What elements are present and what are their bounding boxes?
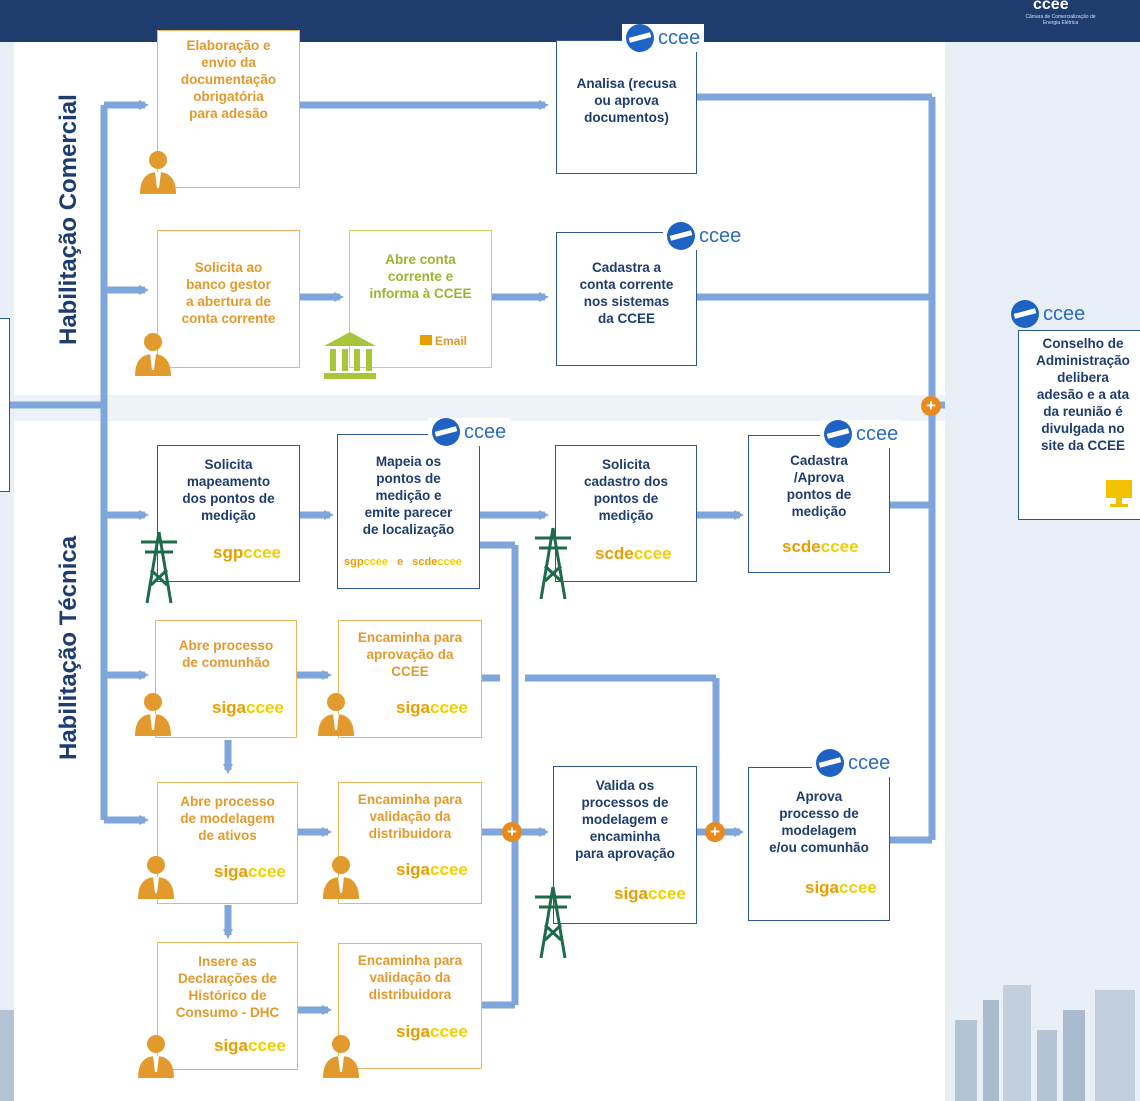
box-encaminha-distribuidora-2-label: Encaminha para validação da distribuidor…	[357, 953, 463, 1002]
box-abre-conta: Abre conta corrente e informa à CCEE Ema…	[349, 230, 492, 368]
person-icon	[135, 693, 171, 736]
box-mapeia: Mapeia os pontos de medição e emite pare…	[337, 434, 480, 589]
box-abre-modelagem-label: Abre processo de modelagem de ativos	[180, 794, 275, 843]
ccee-logo: ccee	[820, 420, 903, 448]
box-solicita-cadastro: Solicita cadastro dos pontos de medição	[555, 445, 697, 582]
box-valida-label: Valida os processos de modelagem e encam…	[575, 778, 675, 861]
person-icon	[138, 856, 174, 899]
box-insere-dhc-label: Insere as Declarações de Histórico de Co…	[175, 954, 280, 1020]
bank-icon	[324, 332, 376, 379]
power-tower-icon	[141, 531, 177, 604]
sgp-system-logo: sgpccee	[213, 543, 282, 562]
person-icon	[323, 1035, 359, 1078]
section-title-tecnica: Habilitação Técnica	[55, 535, 82, 760]
ccee-logo: ccee	[622, 24, 705, 52]
person-icon	[138, 1035, 174, 1078]
box-encaminha-distribuidora-1-label: Encaminha para validação da distribuidor…	[357, 792, 463, 841]
right-panel-header: ccee Câmara de Comercialização de Energi…	[945, 0, 1140, 42]
siga-system-logo: sigaccee	[396, 860, 468, 879]
box-cadastra-aprova-label: Cadastra /Aprova pontos de medição	[786, 453, 852, 519]
mapeia-systems: sgpccee e scdeccee	[344, 556, 462, 568]
box-encaminha-distribuidora-1: Encaminha para validação da distribuidor…	[338, 782, 482, 904]
box-encaminha-distribuidora-2: Encaminha para validação da distribuidor…	[338, 943, 482, 1069]
box-abre-comunhao-label: Abre processo de comunhão	[178, 638, 274, 670]
header-brand-subtitle: Câmara de Comercialização de Energia Elé…	[1025, 14, 1096, 26]
box-abre-modelagem: Abre processo de modelagem de ativos	[157, 782, 298, 904]
siga-system-logo: sigaccee	[396, 698, 468, 717]
ccee-swirl-icon	[432, 418, 460, 446]
box-abre-comunhao: Abre processo de comunhão	[155, 620, 297, 738]
merge-plus-icon: +	[502, 822, 522, 842]
ccee-swirl-icon	[816, 749, 844, 777]
computer-icon	[1106, 480, 1132, 507]
section-divider-band	[14, 395, 945, 421]
siga-system-logo: sigaccee	[396, 1022, 468, 1041]
box-insere-dhc: Insere as Declarações de Histórico de Co…	[157, 942, 298, 1070]
scde-system-logo: scdeccee	[595, 544, 672, 563]
email-badge: Email	[420, 333, 467, 350]
city-skyline-illustration	[955, 985, 1135, 1101]
box-solicita-mapeamento: Solicita mapeamento dos pontos de mediçã…	[157, 445, 300, 582]
box-cadastra-aprova: Cadastra /Aprova pontos de medição	[748, 435, 890, 573]
box-solicita-banco-label: Solicita ao banco gestor a abertura de c…	[181, 260, 276, 326]
email-icon	[420, 335, 432, 345]
person-icon	[318, 693, 354, 736]
left-strip	[0, 42, 14, 1101]
box-elaboracao: Elaboração e envio da documentação obrig…	[157, 30, 300, 188]
person-icon	[140, 151, 176, 194]
header-brand-logo: ccee	[1033, 0, 1069, 13]
ccee-logo: ccee	[812, 749, 895, 777]
person-icon	[135, 333, 171, 376]
ccee-swirl-icon	[626, 24, 654, 52]
power-tower-icon	[535, 886, 571, 959]
box-encaminha-ccee: Encaminha para aprovação da CCEE	[338, 620, 482, 738]
box-solicita-banco: Solicita ao banco gestor a abertura de c…	[157, 230, 300, 368]
ccee-logo: ccee	[1007, 300, 1089, 328]
ccee-logo: ccee	[428, 418, 511, 446]
box-aprova: Aprova processo de modelagem e/ou comunh…	[748, 767, 890, 921]
box-solicita-mapeamento-label: Solicita mapeamento dos pontos de mediçã…	[182, 457, 275, 523]
box-analisa-label: Analisa (recusa ou aprova documentos)	[576, 76, 677, 125]
box-valida: Valida os processos de modelagem e encam…	[553, 766, 697, 924]
power-tower-icon	[535, 527, 571, 600]
box-cadastra-conta-label: Cadastra a conta corrente nos sistemas d…	[579, 260, 674, 326]
box-solicita-cadastro-label: Solicita cadastro dos pontos de medição	[583, 457, 669, 523]
siga-system-logo: sigaccee	[805, 878, 877, 897]
box-aprova-label: Aprova processo de modelagem e/ou comunh…	[769, 789, 869, 855]
box-elaboracao-label: Elaboração e envio da documentação obrig…	[180, 38, 277, 121]
ccee-logo: ccee	[663, 222, 746, 250]
box-encaminha-ccee-label: Encaminha para aprovação da CCEE	[357, 630, 463, 679]
ccee-swirl-icon	[824, 420, 852, 448]
box-abre-conta-label: Abre conta corrente e informa à CCEE	[369, 252, 472, 301]
box-cadastra-conta: Cadastra a conta corrente nos sistemas d…	[556, 232, 697, 366]
box-conselho-label: Conselho de Administração delibera adesã…	[1036, 336, 1130, 453]
right-panel-background	[945, 0, 1140, 1101]
person-icon	[323, 856, 359, 899]
merge-plus-icon: +	[921, 396, 941, 416]
siga-system-logo: sigaccee	[214, 1036, 286, 1055]
siga-system-logo: sigaccee	[212, 698, 284, 717]
merge-plus-icon: +	[705, 822, 725, 842]
scde-system-logo: scdeccee	[782, 537, 859, 556]
section-title-comercial: Habilitação Comercial	[55, 94, 82, 345]
siga-system-logo: sigaccee	[614, 884, 686, 903]
flow-arrows	[0, 93, 945, 1015]
box-analisa: Analisa (recusa ou aprova documentos)	[556, 40, 697, 174]
ccee-swirl-icon	[1011, 300, 1039, 328]
ccee-swirl-icon	[667, 222, 695, 250]
start-box-partial	[0, 318, 10, 492]
left-skyline-illustration	[0, 1010, 14, 1101]
box-mapeia-label: Mapeia os pontos de medição e emite pare…	[362, 454, 455, 537]
siga-system-logo: sigaccee	[214, 862, 286, 881]
